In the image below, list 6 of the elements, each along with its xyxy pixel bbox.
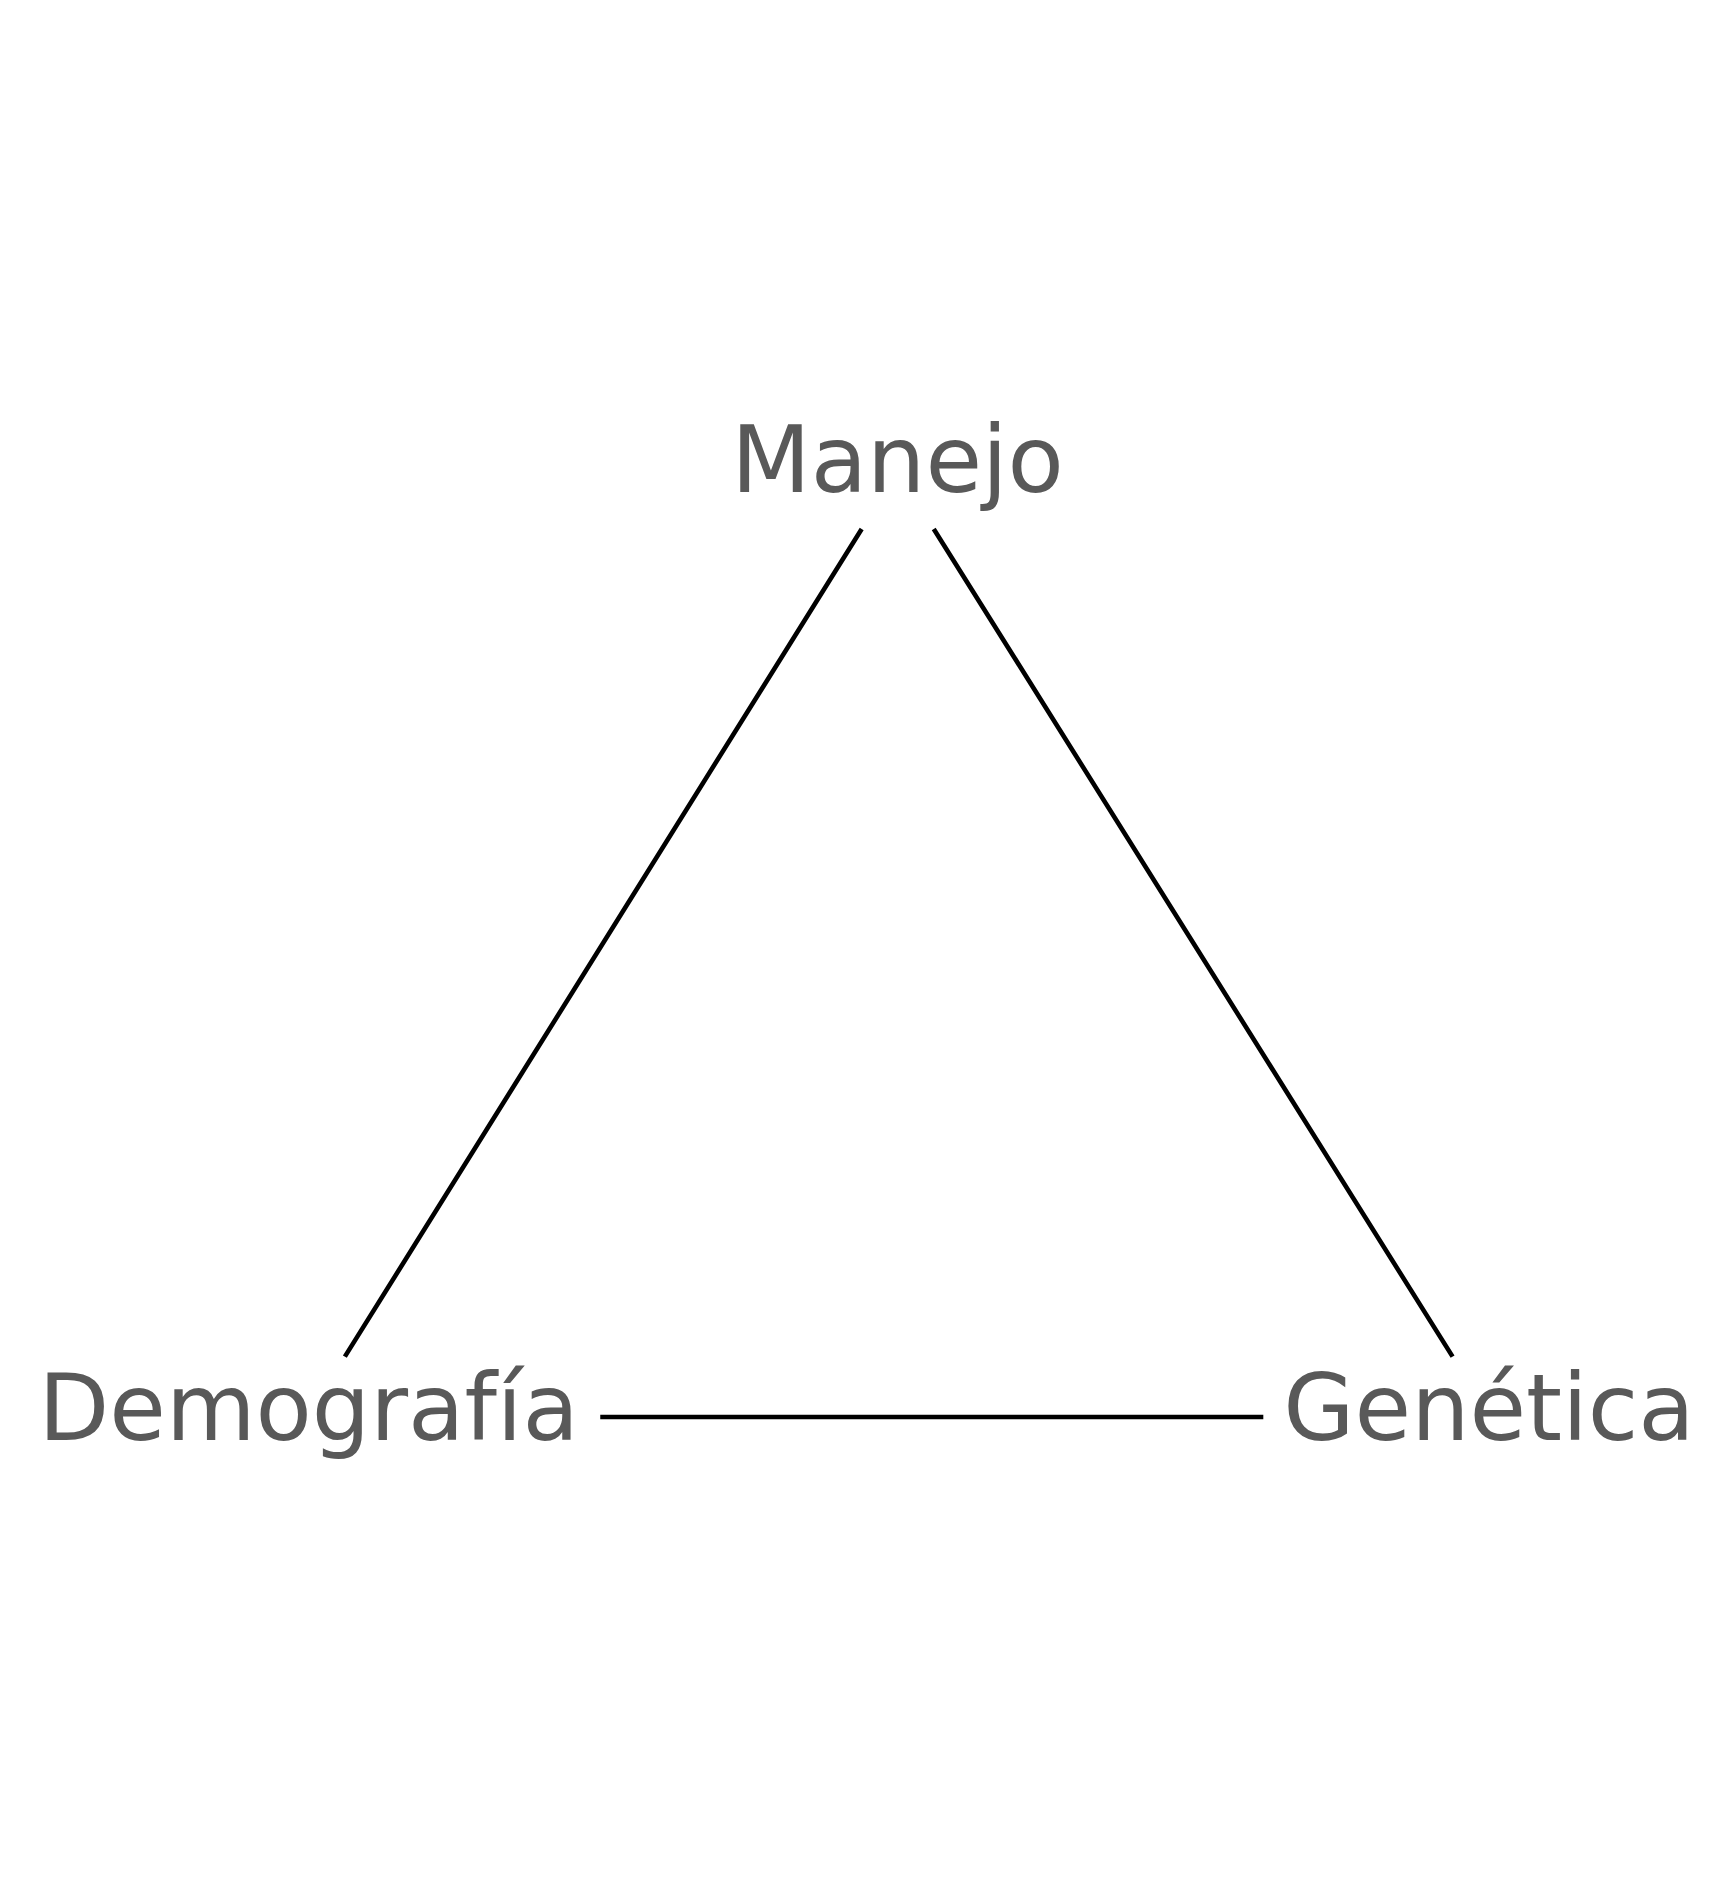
connector (600, 1414, 1264, 1420)
node-text: Demografía (38, 1354, 579, 1462)
connector (931, 527, 1455, 1358)
node-text: Genética (1283, 1354, 1695, 1462)
connector (342, 527, 864, 1358)
node-text: Manejo (731, 407, 1064, 515)
